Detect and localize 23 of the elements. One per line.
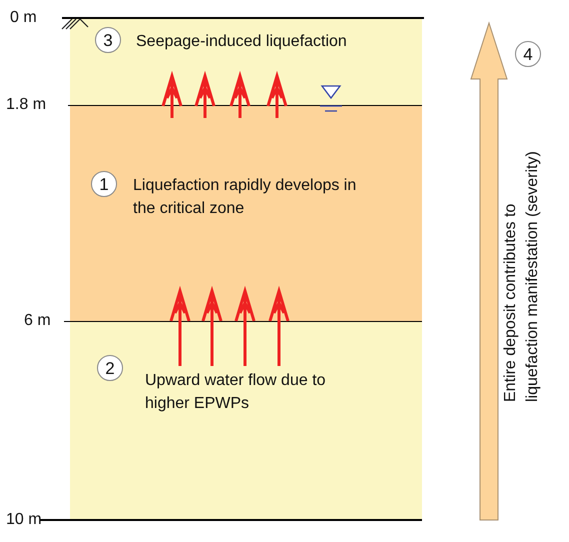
flow-arrow <box>268 286 290 368</box>
depth-label: 6 m <box>24 311 51 331</box>
layer-description: Seepage-induced liquefaction <box>136 32 348 52</box>
depth-label: 0 m <box>10 8 37 28</box>
soil-layer <box>70 105 422 321</box>
flow-arrow <box>266 70 288 120</box>
soil-layer <box>70 18 422 105</box>
circled-number: 2 <box>97 355 123 381</box>
flow-arrow <box>170 286 190 368</box>
depth-label: 1.8 m <box>6 95 46 115</box>
soil-layer <box>70 321 422 520</box>
layer-description: Liquefaction rapidly develops in the critical zone <box>133 176 358 219</box>
depth-label: 10 m <box>6 510 42 530</box>
severity-caption: Entire deposit contributes to liquefaction manifestation (severity) <box>501 150 542 402</box>
flow-arrow <box>234 286 256 368</box>
flow-arrow <box>162 70 182 120</box>
flow-arrow <box>230 70 250 120</box>
layer-description: Upward water flow due to higher EPWPs <box>145 371 327 414</box>
circled-number: 1 <box>91 171 117 197</box>
circled-number: 4 <box>515 41 541 67</box>
flow-arrow <box>202 286 222 368</box>
circled-number: 3 <box>95 27 121 53</box>
flow-arrow <box>194 70 216 120</box>
